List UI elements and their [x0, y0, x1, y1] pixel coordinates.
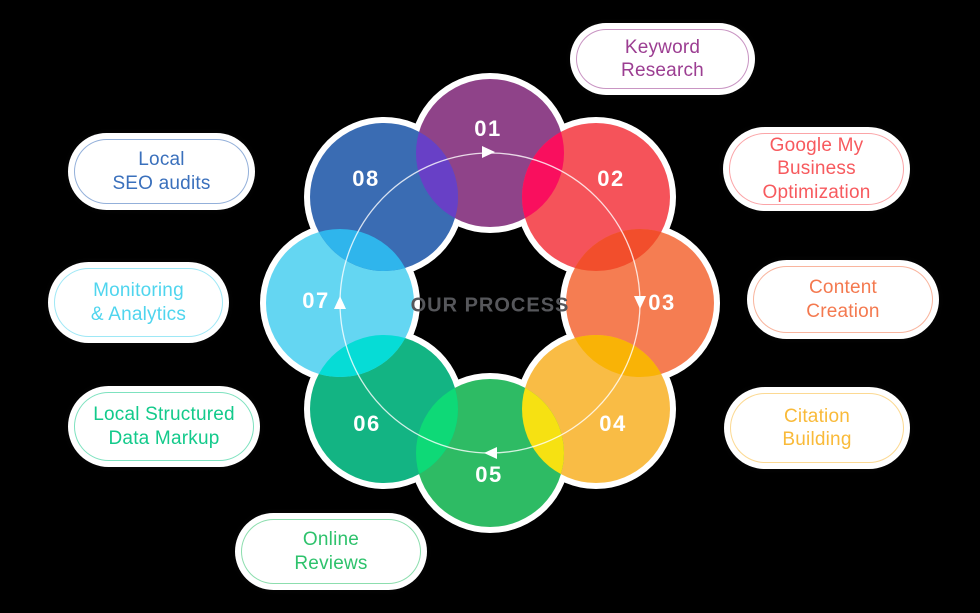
label-local-seo-audits: Local SEO audits: [74, 139, 249, 204]
label-text: Monitoring & Analytics: [90, 280, 187, 325]
label-text: Content Creation: [806, 277, 880, 322]
step-number-07: 07: [302, 288, 329, 313]
step-number-02: 02: [597, 166, 624, 191]
flow-arrow-left-icon: [484, 447, 497, 459]
overlap-01-02: [522, 123, 564, 227]
overlap-lenses: [310, 123, 670, 483]
label-text: Online Reviews: [294, 529, 368, 574]
label-text: Keyword Research: [621, 36, 704, 81]
label-text: Citation Building: [782, 405, 852, 450]
label-monitoring-analytics: Monitoring & Analytics: [54, 268, 223, 337]
step-number-04: 04: [599, 411, 626, 436]
step-number-05: 05: [475, 462, 502, 487]
label-citation-building: Citation Building: [730, 393, 904, 463]
label-google-my-business-optimization: Google My Business Optimization: [729, 133, 904, 205]
overlap-08-01: [416, 123, 458, 227]
label-text: Local SEO audits: [112, 149, 211, 194]
label-text: Google My Business Optimization: [762, 135, 871, 203]
label-local-structured-data-markup: Local Structured Data Markup: [74, 392, 254, 461]
diagram-title: OUR PROCESS: [410, 294, 570, 317]
flow-arrow-down-icon: [634, 296, 646, 309]
step-numbers: 01 02 03 04 05 06 07 08: [302, 116, 675, 487]
overlap-07-08: [310, 229, 414, 271]
overlap-06-07: [310, 335, 414, 377]
label-content-creation: Content Creation: [753, 266, 933, 333]
flow-arrow-up-icon: [334, 296, 346, 309]
flow-arrow-right-icon: [482, 146, 495, 158]
label-text: Local Structured Data Markup: [93, 404, 235, 449]
flow-path: [334, 146, 646, 459]
step-number-01: 01: [474, 116, 501, 141]
overlap-03-04: [566, 335, 670, 377]
overlap-02-03: [566, 229, 670, 271]
label-online-reviews: Online Reviews: [241, 519, 421, 584]
step-number-06: 06: [353, 411, 380, 436]
overlap-04-05: [522, 379, 564, 483]
overlap-05-06: [416, 379, 458, 483]
step-number-03: 03: [648, 290, 675, 315]
label-keyword-research: Keyword Research: [576, 29, 749, 89]
step-number-08: 08: [352, 166, 379, 191]
